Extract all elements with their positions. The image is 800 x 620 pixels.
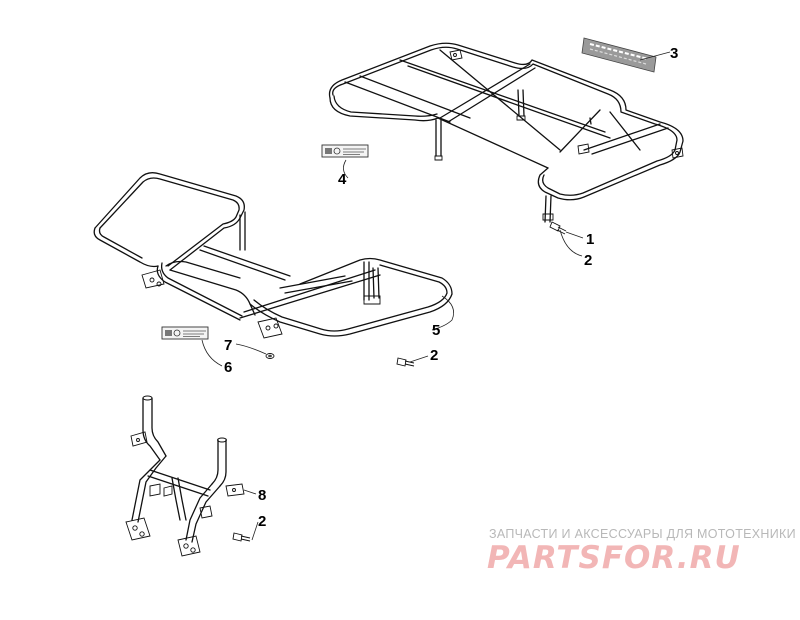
- callout-6: 6: [224, 359, 232, 376]
- callout-3: 3: [670, 45, 678, 62]
- callout-2-front: 2: [430, 347, 438, 364]
- leader-lines: [201, 51, 671, 541]
- callout-4: 4: [338, 171, 347, 188]
- bolt-bracket: [232, 532, 251, 542]
- bolt-front-rack: [396, 357, 415, 367]
- decal-6: [161, 326, 209, 340]
- decal-4: [321, 144, 369, 158]
- bolt-rear-rack: [549, 221, 567, 235]
- washer-7: [265, 353, 275, 359]
- callout-7: 7: [224, 337, 232, 354]
- callout-2-bracket: 2: [258, 513, 266, 530]
- front-rack: [93, 172, 453, 339]
- watermark-logo: PARTSFOR.RU: [487, 540, 741, 576]
- callout-1: 1: [586, 231, 594, 248]
- callout-5: 5: [432, 322, 440, 339]
- callout-2-rear: 2: [584, 252, 592, 269]
- rear-rack: [328, 42, 684, 223]
- decal-3: [581, 37, 657, 73]
- callout-8: 8: [258, 487, 266, 504]
- rack-bracket: [125, 395, 245, 557]
- watermark-caption: ЗАПЧАСТИ И АКСЕССУАРЫ ДЛЯ МОТОТЕХНИКИ: [489, 527, 796, 541]
